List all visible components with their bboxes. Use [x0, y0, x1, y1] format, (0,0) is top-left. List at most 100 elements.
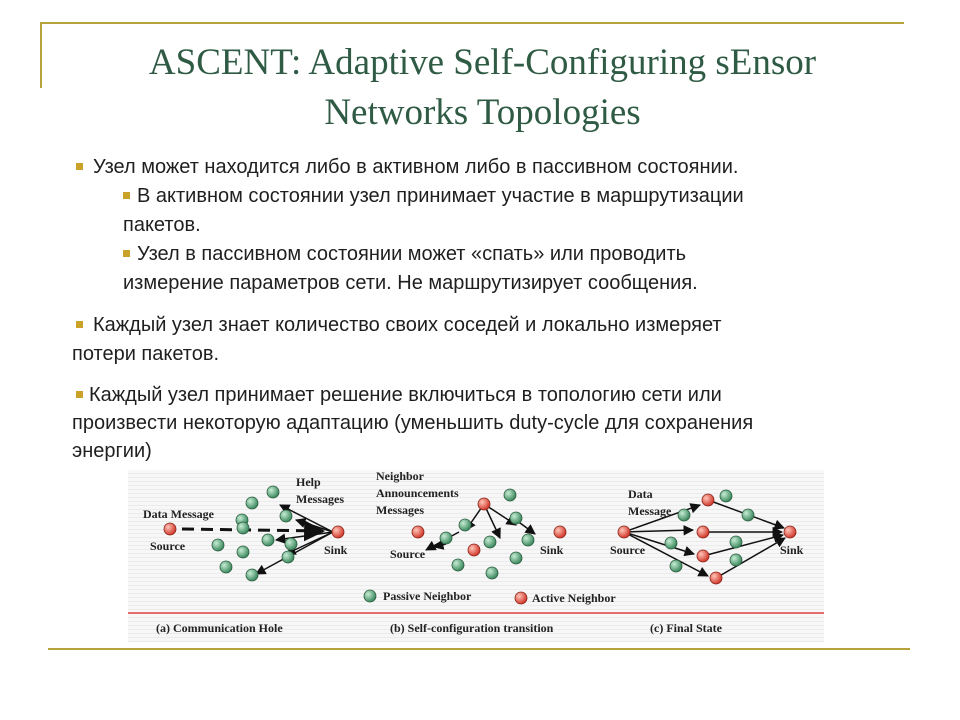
- passive-neighbor-node: [509, 551, 523, 565]
- title-line-2: Networks Topologies: [324, 92, 641, 133]
- passive-neighbor-node: [677, 508, 691, 522]
- sink-label: Sink: [780, 543, 804, 557]
- help-message-arrow: [274, 531, 334, 544]
- help-messages-label: Messages: [296, 492, 344, 506]
- neighbor-announcements-label: Announcements: [376, 486, 459, 500]
- sink-label: Sink: [324, 543, 348, 557]
- frame-bottom-border: [48, 648, 910, 650]
- sub-bullet-item: Узел в пассивном состоянии может «спать»…: [123, 241, 686, 268]
- passive-neighbor-node: [236, 521, 250, 535]
- passive-neighbor-node: [279, 509, 293, 523]
- passive-neighbor-node: [219, 560, 233, 574]
- panel-self-configuration: Neighbor Announcements Messages Source S…: [376, 470, 567, 580]
- active-neighbor-node: [467, 543, 481, 557]
- source-label: Source: [390, 547, 426, 561]
- passive-neighbor-node: [281, 550, 295, 564]
- bullet-item: Каждый узел принимает решение включиться…: [76, 382, 722, 409]
- data-message-arrow: [181, 520, 326, 542]
- passive-neighbor-node: [741, 508, 755, 522]
- legend-passive-swatch: [363, 589, 377, 603]
- help-messages-label: Help: [296, 475, 321, 489]
- help-message-arrow: [255, 531, 334, 575]
- passive-neighbor-node: [664, 536, 678, 550]
- passive-neighbor-node: [483, 535, 497, 549]
- bullet-text: Каждый узел принимает решение включиться…: [89, 384, 722, 406]
- source-node: [163, 522, 177, 536]
- sink-label: Sink: [540, 543, 564, 557]
- active-neighbor-node: [696, 525, 710, 539]
- sink-node: [331, 525, 345, 539]
- bullet-text: Узел может находится либо в активном либ…: [93, 156, 739, 178]
- slide-title: ASCENT: Adaptive Self-Configuring sEnsor…: [60, 38, 905, 138]
- bullet-item: Каждый узел знает количество своих сосед…: [76, 312, 722, 339]
- sub-bullet-text: Узел в пассивном состоянии может «спать»…: [137, 243, 687, 265]
- passive-neighbor-node: [261, 533, 275, 547]
- active-neighbor-node: [477, 497, 491, 511]
- passive-neighbor-node: [284, 537, 298, 551]
- neighbor-announcements-label: Neighbor: [376, 470, 425, 483]
- panel-b-nodes: [411, 488, 567, 580]
- passive-neighbor-node: [669, 559, 683, 573]
- bullet-marker: [76, 321, 83, 328]
- figure-legend: Passive Neighbor Active Neighbor: [363, 589, 616, 605]
- passive-neighbor-node: [266, 485, 280, 499]
- data-route-arrow: [715, 537, 786, 579]
- legend-passive-label: Passive Neighbor: [383, 589, 472, 603]
- source-label: Source: [150, 539, 186, 553]
- legend-active-label: Active Neighbor: [532, 591, 616, 605]
- caption-b: (b) Self-configuration transition: [390, 621, 554, 635]
- passive-neighbor-node: [458, 518, 472, 532]
- help-message-arrow: [295, 517, 334, 533]
- sink-node: [783, 525, 797, 539]
- data-message-label: Data: [628, 487, 653, 501]
- bullet-marker: [123, 192, 130, 199]
- sub-bullet-text: В активном состоянии узел принимает учас…: [137, 185, 744, 207]
- passive-neighbor-node: [719, 489, 733, 503]
- panel-final-state: Data Message Source Sink: [610, 487, 804, 585]
- data-route-arrow: [623, 531, 709, 577]
- ascent-diagram: Data Message Source Help Messages Sink: [128, 470, 824, 635]
- caption-c: (c) Final State: [650, 621, 723, 635]
- passive-neighbor-node: [485, 566, 499, 580]
- source-label: Source: [610, 543, 646, 557]
- data-route-arrow: [702, 532, 785, 557]
- sub-bullet-continuation: измерение параметров сети. Не маршрутизи…: [123, 272, 698, 294]
- active-neighbor-node: [696, 549, 710, 563]
- passive-neighbor-node: [245, 568, 259, 582]
- passive-neighbor-node: [211, 538, 225, 552]
- sub-bullet-continuation: пакетов.: [123, 214, 201, 236]
- data-route-arrow: [623, 525, 695, 536]
- caption-a: (a) Communication Hole: [156, 621, 283, 635]
- active-neighbor-node: [701, 493, 715, 507]
- neighbor-announcements-label: Messages: [376, 503, 424, 517]
- data-message-label: Data Message: [143, 507, 215, 521]
- bullet-marker: [123, 250, 130, 257]
- data-message-label: Message: [628, 504, 672, 518]
- passive-neighbor-node: [729, 535, 743, 549]
- panel-a-nodes: [163, 485, 345, 582]
- passive-neighbor-node: [236, 545, 250, 559]
- panel-c-edges: [623, 499, 786, 579]
- data-route-arrow: [623, 531, 696, 557]
- bullet-continuation: энергии): [72, 440, 152, 462]
- legend-active-swatch: [514, 591, 528, 605]
- source-node: [617, 525, 631, 539]
- title-line-1: ASCENT: Adaptive Self-Configuring sEnsor: [148, 42, 817, 83]
- passive-neighbor-node: [503, 488, 517, 502]
- passive-neighbor-node: [729, 553, 743, 567]
- sink-node: [553, 525, 567, 539]
- active-neighbor-node: [709, 571, 723, 585]
- passive-neighbor-node: [439, 531, 453, 545]
- bullet-marker: [76, 391, 83, 398]
- bullet-continuation: потери пакетов.: [72, 343, 220, 365]
- ascent-figure: Data Message Source Help Messages Sink: [128, 470, 824, 642]
- panel-communication-hole: Data Message Source Help Messages Sink: [143, 475, 348, 582]
- bullet-marker: [76, 163, 83, 170]
- bullet-continuation: произвести некоторую адаптацию (уменьшит…: [72, 412, 754, 434]
- passive-neighbor-node: [245, 496, 259, 510]
- source-node: [411, 525, 425, 539]
- frame-left-border: [40, 22, 42, 88]
- passive-neighbor-node: [509, 511, 523, 525]
- passive-neighbor-node: [521, 533, 535, 547]
- panel-a-edges: [181, 504, 334, 575]
